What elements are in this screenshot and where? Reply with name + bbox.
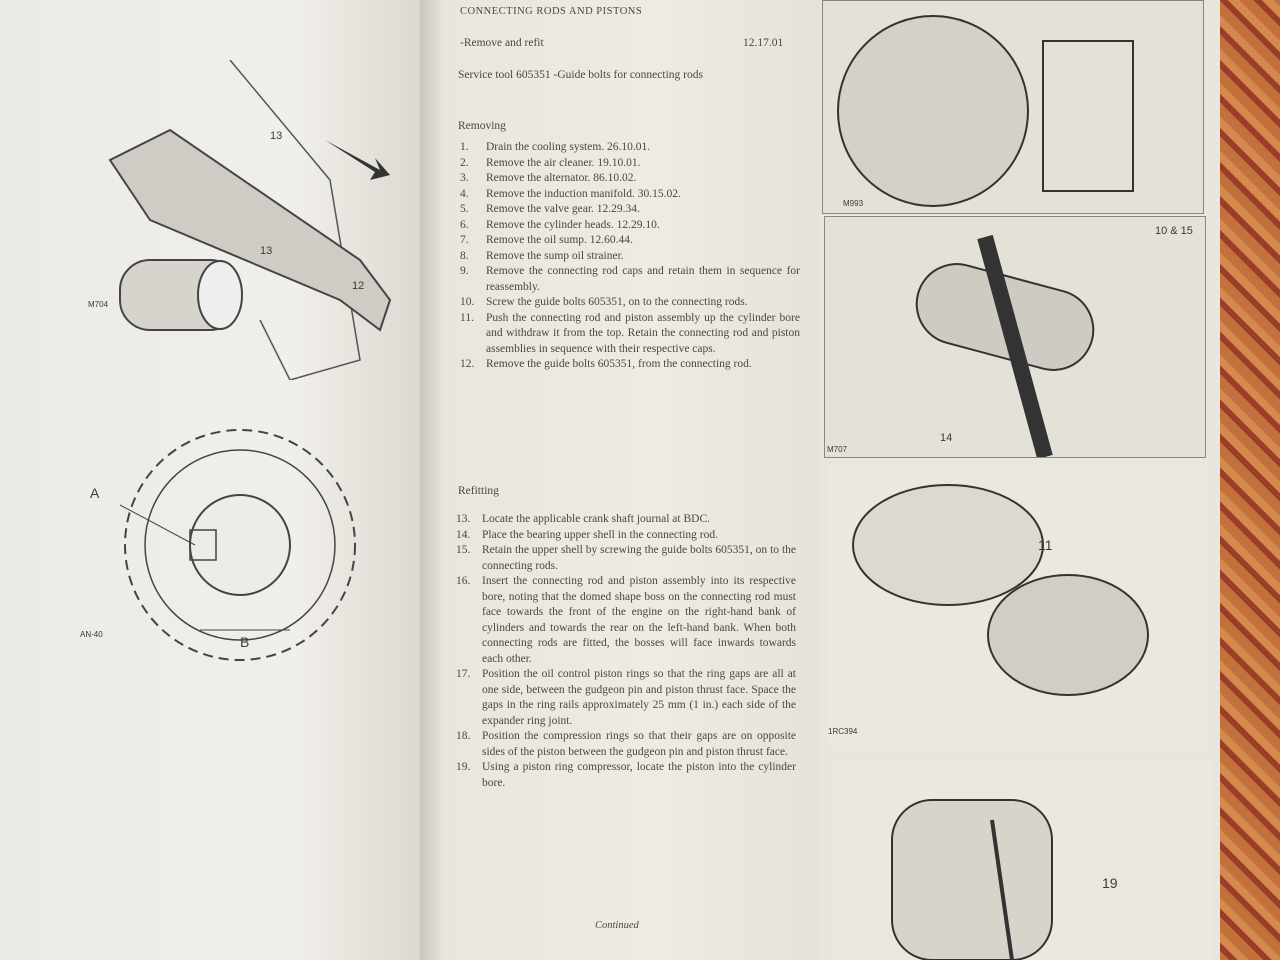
sprocket-drawing xyxy=(119,429,356,661)
step-number: 3. xyxy=(460,172,469,184)
step-number: 4. xyxy=(460,187,469,200)
figure-label: 12 xyxy=(352,280,365,292)
step-number: 19. xyxy=(456,761,471,773)
step-number: 11. xyxy=(460,311,474,324)
service-tool: Service tool 605351 -Guide bolts for con… xyxy=(458,69,703,81)
step-text: Screw the guide bolts 605351, on to the … xyxy=(486,296,748,308)
step-item: 1. Drain the cooling system. 26.10.01. xyxy=(460,140,800,156)
removing-heading: Removing xyxy=(458,120,506,132)
continued-footer: Continued xyxy=(595,920,639,931)
step-text: Remove the air cleaner. 19.10.01. xyxy=(486,156,641,169)
step-number: 14. xyxy=(456,528,471,541)
figure-code: 1RC394 xyxy=(828,727,858,736)
figure-label: 11 xyxy=(1038,537,1053,553)
step-number: 6. xyxy=(460,218,469,231)
step-text: Push the connecting rod and piston assem… xyxy=(486,311,800,355)
step-item: 17. Position the oil control piston rings… xyxy=(456,667,796,729)
step-number: 5. xyxy=(460,203,469,215)
step-number: 2. xyxy=(460,156,469,169)
figure-engine-block: M993 xyxy=(822,0,1204,214)
section-title: CONNECTING RODS AND PISTONS xyxy=(460,6,643,17)
figure-label: 10 & 15 xyxy=(1155,225,1193,237)
step-text: Remove the induction manifold. 30.15.02. xyxy=(486,187,681,200)
step-text: Remove the valve gear. 12.29.34. xyxy=(486,203,640,215)
figure-label: 13 xyxy=(260,245,273,257)
figure-label: 14 xyxy=(940,432,953,444)
figure-label: A xyxy=(90,485,100,501)
step-text: Insert the connecting rod and piston ass… xyxy=(482,575,796,665)
step-item: 16. Insert the connecting rod and piston … xyxy=(456,574,796,667)
camshaft-illustration: 13 13 12 M704 xyxy=(60,60,420,380)
step-item: 12. Remove the guide bolts 605351, from t… xyxy=(460,357,800,373)
step-number: 8. xyxy=(460,249,469,262)
step-text: Position the compression rings so that t… xyxy=(482,730,796,758)
step-item: 9. Remove the connecting rod caps and ret… xyxy=(460,264,800,295)
step-number: 9. xyxy=(460,265,469,277)
step-number: 10. xyxy=(460,296,475,308)
figure-code: M993 xyxy=(843,199,864,208)
step-item: 6. Remove the cylinder heads. 12.29.10. xyxy=(460,218,800,234)
step-item: 13. Locate the applicable crank shaft jou… xyxy=(456,512,796,528)
step-text: Remove the alternator. 86.10.02. xyxy=(486,172,637,184)
step-number: 7. xyxy=(460,234,469,246)
sprocket-illustration: A B AN-40 xyxy=(80,420,410,680)
figure-code: M704 xyxy=(88,300,109,309)
operation-code: 12.17.01 xyxy=(743,37,784,49)
step-item: 4. Remove the induction manifold. 30.15.0… xyxy=(460,187,800,203)
step-text: Remove the connecting rod caps and retai… xyxy=(486,265,800,293)
figure-connecting-rod: 10 & 15 14 M707 xyxy=(824,216,1206,458)
figure-code: M707 xyxy=(827,445,848,454)
step-item: 18. Position the compression rings so tha… xyxy=(456,729,796,760)
removing-steps: 1. Drain the cooling system. 26.10.01. 2. R… xyxy=(460,140,800,373)
step-text: Remove the guide bolts 605351, from the … xyxy=(486,358,752,370)
step-text: Using a piston ring compressor, locate t… xyxy=(482,761,796,789)
figure-label: 19 xyxy=(1102,875,1118,891)
step-item: 15. Retain the upper shell by screwing th… xyxy=(456,543,796,574)
step-text: Drain the cooling system. 26.10.01. xyxy=(486,141,651,153)
tablecloth-background xyxy=(1215,0,1280,960)
step-number: 15. xyxy=(456,544,471,556)
step-text: Remove the sump oil strainer. xyxy=(486,249,624,262)
step-number: 1. xyxy=(460,141,469,153)
step-item: 10. Screw the guide bolts 605351, on to t… xyxy=(460,295,800,311)
step-text: Locate the applicable crank shaft journa… xyxy=(482,513,710,525)
step-item: 7. Remove the oil sump. 12.60.44. xyxy=(460,233,800,249)
step-item: 5. Remove the valve gear. 12.29.34. xyxy=(460,202,800,218)
step-item: 2. Remove the air cleaner. 19.10.01. xyxy=(460,156,800,172)
center-page xyxy=(420,0,820,960)
figure-label: 13 xyxy=(270,130,283,142)
step-number: 18. xyxy=(456,730,471,742)
step-number: 17. xyxy=(456,668,471,680)
figure-label: B xyxy=(240,634,250,650)
step-number: 16. xyxy=(456,575,471,587)
step-text: Retain the upper shell by screwing the g… xyxy=(482,544,796,572)
step-item: 14. Place the bearing upper shell in the … xyxy=(456,528,796,544)
figure-ring-compressor: 19 xyxy=(832,760,1212,960)
step-text: Remove the cylinder heads. 12.29.10. xyxy=(486,218,660,231)
step-text: Position the oil control piston rings so… xyxy=(482,668,796,727)
refitting-heading: Refitting xyxy=(458,485,499,497)
step-text: Remove the oil sump. 12.60.44. xyxy=(486,234,633,246)
step-item: 3. Remove the alternator. 86.10.02. xyxy=(460,171,800,187)
figure-piston-install: 11 1RC394 xyxy=(828,465,1208,745)
step-item: 11. Push the connecting rod and piston as… xyxy=(460,311,800,358)
step-number: 12. xyxy=(460,358,475,370)
left-page: 13 13 12 M704 A B AN-40 xyxy=(0,0,420,960)
step-item: 8. Remove the sump oil strainer. xyxy=(460,249,800,265)
step-item: 19. Using a piston ring compressor, locat… xyxy=(456,760,796,791)
step-text: Place the bearing upper shell in the con… xyxy=(482,528,718,541)
operation-title: -Remove and refit xyxy=(460,37,544,49)
camshaft-drawing xyxy=(108,60,392,380)
step-number: 13. xyxy=(456,513,471,525)
refitting-steps: 13. Locate the applicable crank shaft jou… xyxy=(456,512,796,791)
figure-code: AN-40 xyxy=(80,630,103,639)
